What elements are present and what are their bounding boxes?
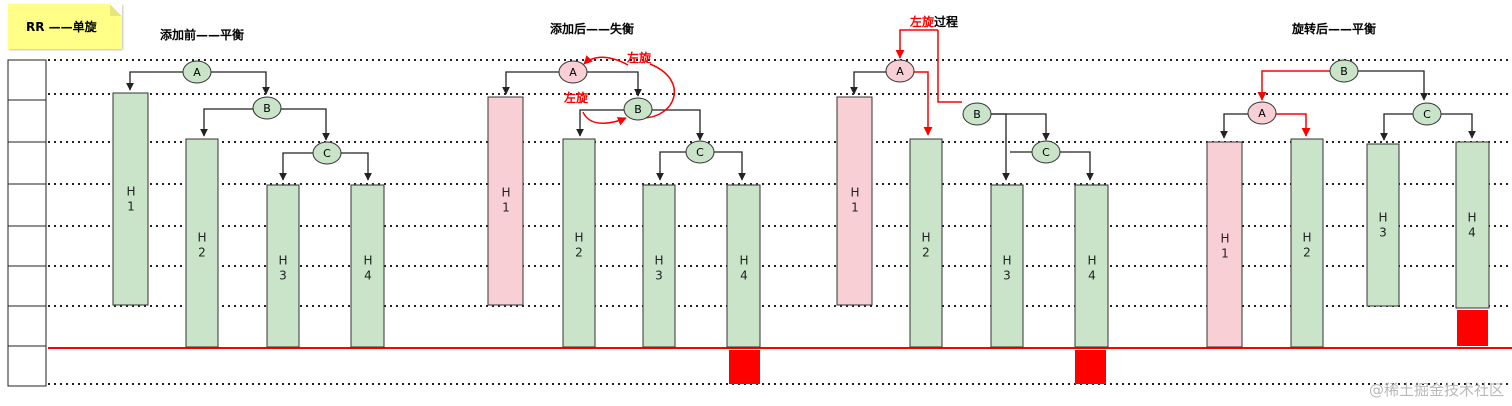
bar-h3 <box>1366 143 1400 307</box>
node-c-label: C <box>696 146 704 159</box>
rotate-arrow-top <box>583 55 629 66</box>
node-a <box>1247 101 1277 125</box>
added-node-block <box>1075 350 1106 384</box>
level-box <box>7 183 47 227</box>
node-a-label: A <box>1258 107 1266 120</box>
panel-3: A B C <box>836 29 1109 384</box>
node-b-label: B <box>263 102 271 115</box>
result-arrow-h2 <box>1276 113 1311 137</box>
bar-h4 <box>350 184 385 348</box>
node-b <box>962 102 992 126</box>
rotate-label-bottom: 左旋 <box>563 90 589 105</box>
rotate-arrow-bottom <box>582 111 627 126</box>
bar-h4 <box>1074 184 1109 348</box>
node-a <box>182 60 212 84</box>
panel-3-title: 左旋过程 <box>910 13 958 30</box>
process-arrow-top <box>895 29 938 59</box>
node-c-label: C <box>1042 146 1050 159</box>
bar-h3 <box>642 184 676 348</box>
node-b-label: B <box>634 103 642 116</box>
node-b <box>252 96 282 120</box>
level-box <box>7 265 47 307</box>
panel-2-title: 添加后——失衡 <box>550 22 635 36</box>
node-b-label: B <box>973 108 981 121</box>
panel-3-title-rest: 过程 <box>934 15 959 29</box>
bar-h1 <box>1206 141 1243 348</box>
node-a-label: A <box>896 65 904 78</box>
bar-h1 <box>836 96 873 306</box>
result-arrow-a <box>1257 70 1330 101</box>
process-arrow-down <box>914 71 933 136</box>
bar-h2 <box>562 138 596 348</box>
node-c <box>1031 140 1061 164</box>
note-fold <box>110 4 122 16</box>
panel-3-title-accent: 左旋 <box>910 15 935 29</box>
bar-h4 <box>726 184 761 348</box>
level-box <box>7 59 47 101</box>
rotate-label-top: 左旋 <box>626 50 652 65</box>
added-node-block <box>729 350 760 384</box>
bar-h3 <box>990 184 1024 348</box>
panel-1: A B C <box>112 60 385 348</box>
node-a <box>558 60 588 84</box>
level-box <box>7 345 47 387</box>
process-arrow-side <box>937 30 962 103</box>
node-c-label: C <box>323 147 331 160</box>
bar-h2 <box>909 138 943 348</box>
title-sticky-note: RR ——单旋 <box>8 4 122 49</box>
note-label: RR ——单旋 <box>26 20 97 34</box>
node-b <box>623 97 653 121</box>
node-a-label: A <box>193 66 201 79</box>
bar-h1 <box>487 96 524 306</box>
node-a <box>885 59 915 83</box>
added-node-block <box>1457 310 1488 346</box>
bar-h2 <box>185 138 219 348</box>
level-boxes <box>7 59 47 387</box>
level-box <box>7 305 47 347</box>
bar-h2 <box>1290 138 1324 348</box>
panel-4-title: 旋转后——平衡 <box>1292 22 1377 36</box>
bar-h3 <box>266 184 300 348</box>
panel-1-title: 添加前——平衡 <box>160 28 245 42</box>
level-box <box>7 225 47 267</box>
panel-2: 左旋 左旋 A B C <box>487 50 761 384</box>
node-c-label: C <box>1423 108 1431 121</box>
node-c <box>1412 102 1442 126</box>
node-c <box>685 140 715 164</box>
level-box <box>7 99 47 143</box>
panel-4: B A C <box>1206 59 1490 348</box>
node-c <box>312 141 342 165</box>
watermark: @稀土掘金技术社区 <box>1368 381 1504 399</box>
level-box <box>7 141 47 185</box>
bar-h4 <box>1455 141 1490 309</box>
node-a-label: A <box>569 66 577 79</box>
node-b-label: B <box>1340 65 1348 78</box>
node-b <box>1329 59 1359 83</box>
bar-h1 <box>112 92 149 306</box>
